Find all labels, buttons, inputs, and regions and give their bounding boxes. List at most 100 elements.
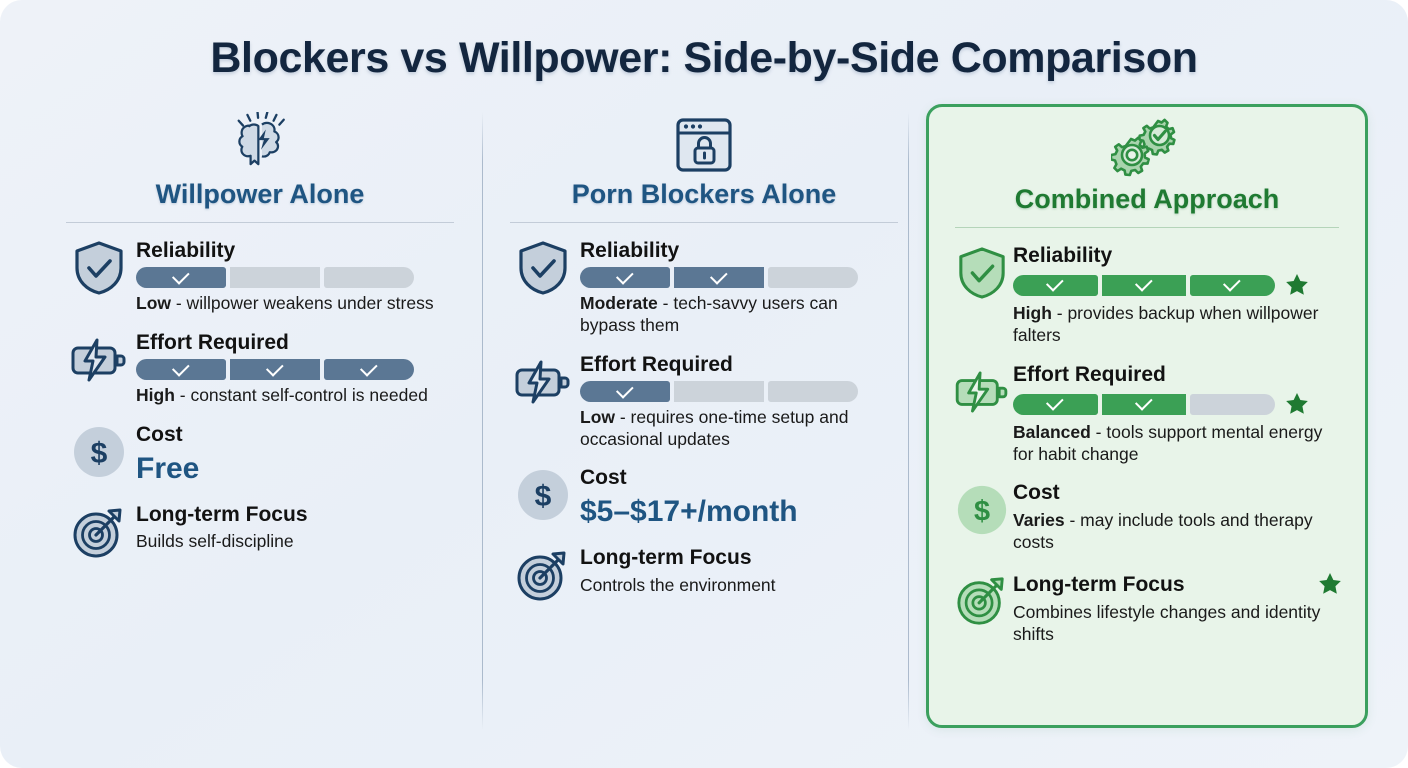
metric-body: Reliability Low - willpower weakens unde… <box>136 237 458 315</box>
meter-segment-empty <box>674 381 764 403</box>
meter-segment-filled <box>1190 274 1276 296</box>
heading-rule <box>955 226 1339 228</box>
column-willpower-alone: Willpower Alone Reliability <box>54 104 466 565</box>
metric-desc-rest: - requires one-time setup and occasional… <box>580 407 849 449</box>
meter-segment-filled <box>324 358 414 381</box>
metric-label: Cost <box>136 423 183 447</box>
metric-label: Reliability <box>1013 243 1113 267</box>
svg-text:$: $ <box>974 496 990 528</box>
metric-body: Cost Varies - may include tools and ther… <box>1013 479 1343 553</box>
metric-description: Builds self-discipline <box>136 531 441 553</box>
metric-label: Effort Required <box>136 330 289 354</box>
shield-check-icon <box>951 242 1013 302</box>
column-porn-blockers-alone: Porn Blockers Alone Reliability <box>498 104 910 608</box>
metric-rows: Reliability High - provides backup <box>951 242 1343 646</box>
metric-row-reliability: Reliability Low - willpower weakens unde… <box>62 237 458 315</box>
metric-meter <box>136 266 458 289</box>
dollar-circle-icon: $ <box>951 479 1013 539</box>
meter-segment-empty <box>768 381 858 403</box>
metric-desc-rest: - may include tools and therapy costs <box>1013 509 1313 552</box>
meter-segment-filled <box>230 358 320 381</box>
metric-desc-bold: High <box>136 385 175 406</box>
metric-row-cost: $ Cost Varies - may include tools and th… <box>951 479 1343 553</box>
metric-description: Controls the environment <box>580 575 885 597</box>
metric-label: Effort Required <box>1013 362 1166 386</box>
metric-row-reliability: Reliability Moderate - tech-savvy users … <box>506 237 902 337</box>
column-heading: Willpower Alone <box>155 179 365 209</box>
metric-label: Long-term Focus <box>580 545 752 569</box>
svg-text:$: $ <box>535 480 552 513</box>
metric-body: Reliability High - provides backup <box>1013 242 1343 347</box>
metric-label: Cost <box>580 466 627 490</box>
metric-description: Combines lifestyle changes and identity … <box>1013 602 1325 645</box>
dollar-circle-icon: $ <box>62 421 136 481</box>
metric-desc-bold: Low <box>580 407 615 428</box>
metric-meter <box>136 358 458 381</box>
metric-row-cost: $ Cost $5–$17+/month <box>506 464 902 528</box>
metric-row-cost: $ Cost Free <box>62 421 458 485</box>
metric-body: Cost Free <box>136 421 458 485</box>
column-divider-2 <box>908 112 909 730</box>
metric-desc-rest: - constant self-control is needed <box>174 385 428 406</box>
metric-row-long-term-focus: Long-term Focus Builds self-discipline <box>62 501 458 561</box>
meter-segments <box>580 266 858 289</box>
metric-label: Long-term Focus <box>136 502 308 526</box>
metric-body: Cost $5–$17+/month <box>580 464 902 528</box>
metric-desc-rest: - willpower weakens under stress <box>171 293 434 314</box>
meter-segments <box>136 266 414 289</box>
metric-body: Reliability Moderate - tech-savvy users … <box>580 237 902 337</box>
star-badge-icon <box>1319 573 1341 595</box>
gears-check-icon <box>951 115 1343 179</box>
target-arrow-icon <box>951 569 1013 629</box>
star-badge-icon <box>1286 274 1308 295</box>
meter-segment-filled <box>1101 393 1187 415</box>
target-arrow-icon <box>62 501 136 561</box>
meter-segment-empty <box>768 267 858 289</box>
metric-desc-rest: - tech-savvy users can bypass them <box>580 293 838 335</box>
column-combined-approach: Combined Approach Reliability <box>926 104 1368 728</box>
metric-row-long-term-focus: Long-term Focus Controls the environment <box>506 544 902 604</box>
meter-segment-filled <box>1101 274 1187 296</box>
meter-segment-filled <box>1013 274 1098 296</box>
metric-desc-rest: Builds self-discipline <box>136 531 294 552</box>
meter-segment-filled <box>674 266 764 289</box>
metric-description: Low - willpower weakens under stress <box>136 293 441 315</box>
metric-row-effort: Effort Required Low - requires one-time … <box>506 351 902 451</box>
heading-rule <box>66 221 454 223</box>
meter-segment-empty <box>1190 393 1276 415</box>
column-divider-1 <box>482 112 483 730</box>
metric-row-reliability: Reliability High - provides backup <box>951 242 1343 347</box>
metric-body: Effort Required Balanced - tools s <box>1013 361 1343 466</box>
metric-body: Effort Required High - constant self-con… <box>136 329 458 407</box>
meter-segment-empty <box>230 267 320 289</box>
target-arrow-icon <box>506 544 580 604</box>
metric-desc-rest: Combines lifestyle changes and identity … <box>1013 602 1321 645</box>
metric-row-effort: Effort Required High - constant self-con… <box>62 329 458 407</box>
browser-lock-icon <box>506 110 902 174</box>
metric-desc-rest: - provides backup when willpower falters <box>1013 303 1319 345</box>
metric-desc-bold: High <box>1013 303 1052 324</box>
metric-desc-rest: Controls the environment <box>580 574 776 595</box>
metric-meter <box>580 266 902 289</box>
meter-segment-filled <box>580 266 670 289</box>
metric-meter <box>1013 391 1343 417</box>
heading-rule <box>510 221 898 223</box>
meter-segment-filled <box>1013 393 1098 415</box>
meter-segment-empty <box>324 267 414 289</box>
metric-row-long-term-focus: Long-term Focus Combines lifestyle chang… <box>951 569 1343 645</box>
metric-label: Effort Required <box>580 352 733 376</box>
metric-description: Moderate - tech-savvy users can bypass t… <box>580 293 885 336</box>
column-heading: Combined Approach <box>1014 184 1280 214</box>
comparison-columns: Willpower Alone Reliability <box>0 104 1408 744</box>
brain-icon <box>62 110 458 174</box>
dollar-circle-icon: $ <box>506 464 580 524</box>
column-heading: Porn Blockers Alone <box>571 179 837 209</box>
metric-label: Reliability <box>580 238 680 262</box>
meter-segments <box>580 380 858 403</box>
meter-segment-filled <box>136 266 226 289</box>
meter-segment-filled <box>580 380 670 403</box>
meter-segments <box>1013 274 1276 296</box>
meter-segments <box>136 358 414 381</box>
metric-desc-bold: Moderate <box>580 293 658 314</box>
battery-bolt-icon <box>62 329 136 389</box>
